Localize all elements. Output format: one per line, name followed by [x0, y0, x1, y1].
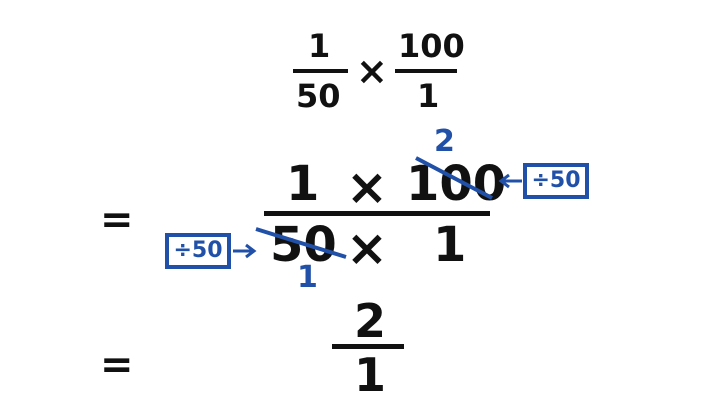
- cancel-top-divide-box: ÷50: [523, 163, 589, 199]
- line1-fraction-a-numerator: 1: [308, 27, 331, 65]
- line3-fraction-bar: [332, 344, 404, 349]
- line2-fraction-bar: [264, 211, 490, 216]
- line2-numerator-left: 1: [286, 156, 320, 212]
- line3-numerator: 2: [354, 294, 387, 348]
- line1-multiply-operator: ×: [356, 49, 388, 93]
- line1-fraction-a-bar: [293, 69, 348, 73]
- line2-numerator-operator: ×: [346, 158, 388, 216]
- cancel-top-strike: [415, 156, 493, 200]
- line2-equals-sign: =: [100, 197, 134, 243]
- cancel-bottom-arrow: [233, 243, 257, 259]
- line1-fraction-b-denominator: 1: [417, 77, 440, 115]
- line1-fraction-b-numerator: 100: [398, 27, 465, 65]
- line3-denominator: 1: [354, 348, 387, 402]
- line2-denominator-right: 1: [433, 217, 467, 273]
- cancel-bottom-divide-box: ÷50: [165, 233, 231, 269]
- cancel-bottom-result: 1: [297, 260, 318, 295]
- line1-fraction-a-denominator: 50: [296, 77, 341, 115]
- cancel-top-result: 2: [434, 124, 455, 159]
- line2-denominator-operator: ×: [346, 219, 388, 277]
- line3-equals-sign: =: [100, 342, 134, 388]
- cancel-bottom-strike: [255, 227, 347, 259]
- line2-numerator-right: 100: [406, 156, 507, 212]
- cancel-top-arrow: [498, 173, 522, 189]
- line1-fraction-b-bar: [395, 69, 457, 73]
